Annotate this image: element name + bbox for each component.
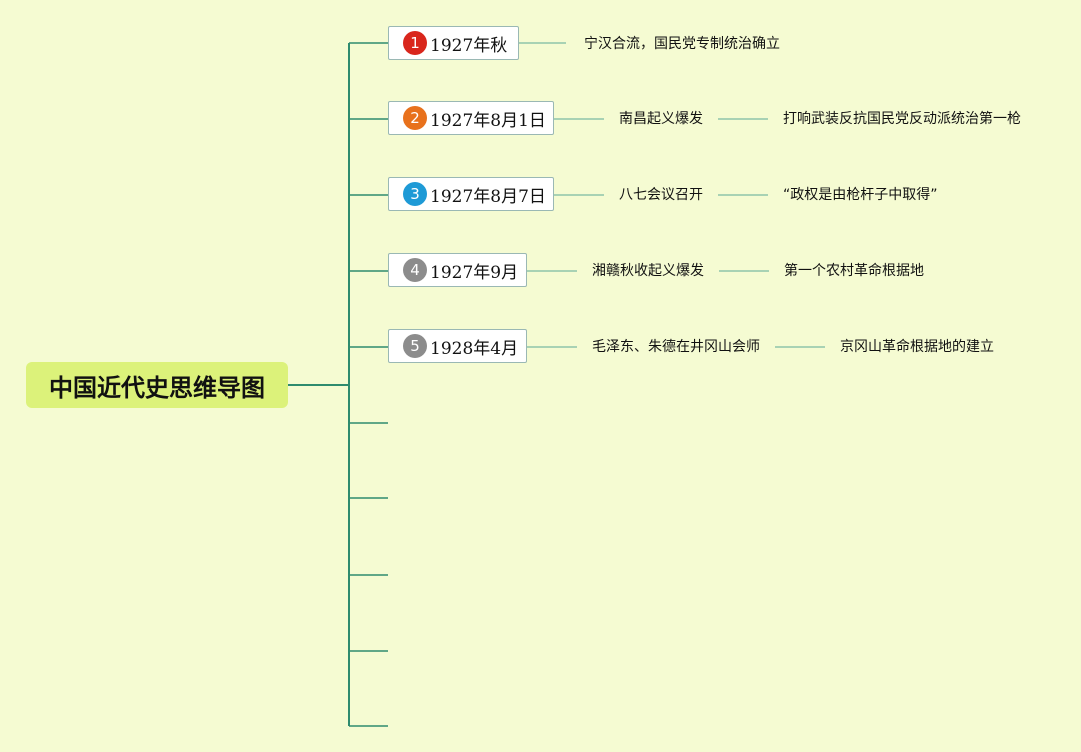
significance-label[interactable]: 第一个农村革命根据地 <box>784 263 924 279</box>
date-node-2[interactable]: 2 1927年8月1日 <box>388 101 554 135</box>
event-label[interactable]: 毛泽东、朱德在井冈山会师 <box>592 339 760 355</box>
significance-label[interactable]: 打响武装反抗国民党反动派统治第一枪 <box>783 111 1021 127</box>
root-topic[interactable]: 中国近代史思维导图 <box>26 362 288 408</box>
event-label[interactable]: 八七会议召开 <box>619 187 703 203</box>
significance-label[interactable]: “政权是由枪杆子中取得” <box>783 187 938 203</box>
date-label: 1927年8月7日 <box>430 186 546 207</box>
date-label: 1928年4月 <box>430 338 519 359</box>
date-label: 1927年9月 <box>430 262 519 283</box>
significance-label[interactable]: 京冈山革命根据地的建立 <box>840 339 994 355</box>
number-badge-2: 2 <box>403 106 427 130</box>
number-badge-4: 4 <box>403 258 427 282</box>
root-title: 中国近代史思维导图 <box>49 373 265 402</box>
event-label[interactable]: 宁汉合流，国民党专制统治确立 <box>584 36 780 52</box>
event-label[interactable]: 南昌起义爆发 <box>619 111 703 127</box>
number-badge-3: 3 <box>403 182 427 206</box>
date-node-4[interactable]: 4 1927年9月 <box>388 253 527 287</box>
event-label[interactable]: 湘赣秋收起义爆发 <box>592 263 704 279</box>
date-node-3[interactable]: 3 1927年8月7日 <box>388 177 554 211</box>
date-node-1[interactable]: 1 1927年秋 <box>388 26 519 60</box>
date-label: 1927年秋 <box>430 35 508 56</box>
date-label: 1927年8月1日 <box>430 110 546 131</box>
number-badge-5: 5 <box>403 334 427 358</box>
date-node-5[interactable]: 5 1928年4月 <box>388 329 527 363</box>
number-badge-1: 1 <box>403 31 427 55</box>
